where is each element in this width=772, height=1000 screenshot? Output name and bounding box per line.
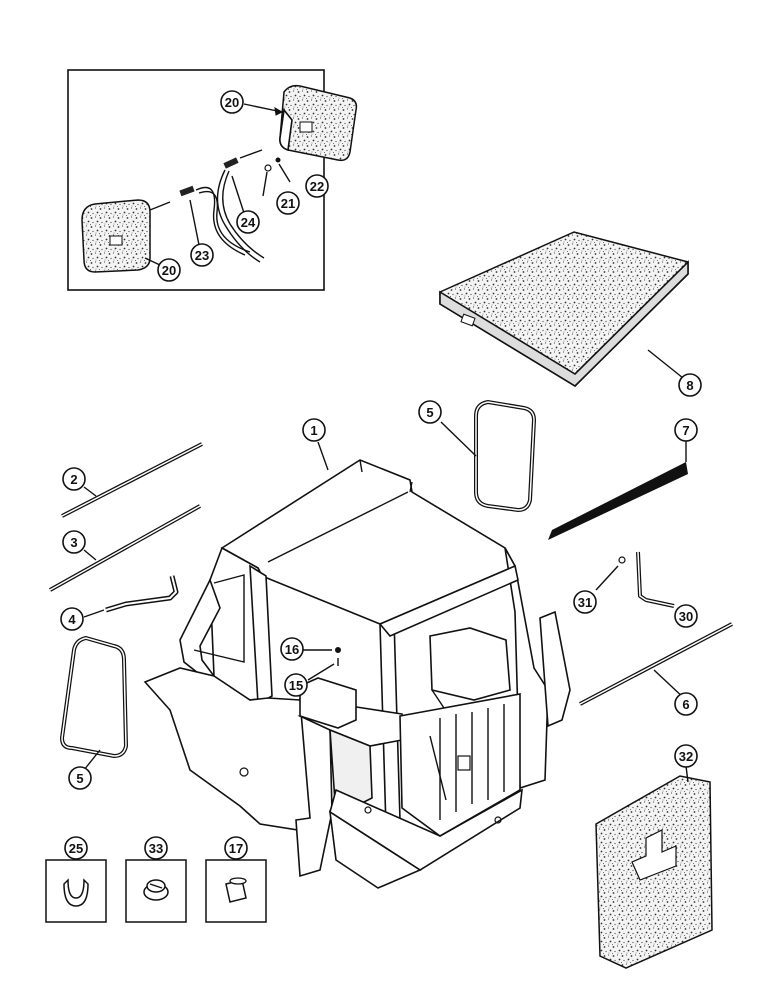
callout-label: 2 (70, 472, 77, 487)
callout-label: 33 (149, 841, 163, 856)
callout-16: 16 (280, 637, 304, 661)
callout-15: 15 (284, 673, 308, 697)
callout-21: 21 (276, 191, 300, 215)
callout-5-lower: 5 (68, 766, 92, 790)
trim-bracket-4 (83, 575, 179, 618)
callout-label: 23 (195, 248, 209, 263)
window-seal-lower (59, 635, 129, 771)
callout-17: 17 (224, 836, 248, 860)
work-lamp-lower (81, 199, 151, 273)
callout-7: 7 (674, 418, 698, 442)
callout-5-upper: 5 (418, 400, 442, 424)
clip-31 (595, 556, 626, 591)
callout-label: 16 (285, 642, 299, 657)
callout-label: 24 (241, 215, 256, 230)
callout-label: 21 (281, 196, 295, 211)
callout-20-upper: 20 (220, 90, 244, 114)
callout-22: 22 (305, 174, 329, 198)
callout-label: 6 (682, 697, 689, 712)
seal-strip (548, 440, 688, 540)
callout-30: 30 (674, 604, 698, 628)
part-box-33 (125, 852, 187, 923)
callout-6: 6 (674, 692, 698, 716)
callout-31: 31 (573, 590, 597, 614)
callout-label: 22 (310, 179, 324, 194)
callout-1: 1 (302, 418, 326, 442)
callout-label: 5 (426, 405, 433, 420)
headliner-panel (439, 231, 689, 388)
callout-label: 17 (229, 841, 243, 856)
trim-rod-6 (579, 622, 733, 706)
callout-label: 31 (578, 595, 592, 610)
callout-label: 8 (686, 378, 693, 393)
callout-33: 33 (144, 836, 168, 860)
callout-label: 15 (289, 678, 303, 693)
part-box-17 (205, 852, 267, 923)
trim-rod-2 (61, 442, 203, 518)
callout-25: 25 (64, 836, 88, 860)
callout-3: 3 (62, 530, 86, 554)
lamp-cable-24 (216, 149, 265, 263)
callout-label: 4 (68, 612, 76, 627)
callout-24: 24 (236, 210, 260, 234)
callout-label: 1 (310, 423, 317, 438)
foam-pad-32 (595, 765, 713, 969)
work-lamp-upper (279, 84, 358, 162)
cab-frame (143, 441, 571, 889)
callout-label: 20 (162, 263, 176, 278)
trim-rod-3 (49, 504, 201, 592)
callout-8: 8 (678, 373, 702, 397)
work-lamp-inset (67, 69, 358, 291)
lamp-cable-23 (149, 185, 251, 256)
callout-20-lower: 20 (157, 258, 181, 282)
callout-label: 20 (225, 95, 239, 110)
callout-label: 5 (76, 771, 83, 786)
callout-23: 23 (190, 243, 214, 267)
callout-label: 25 (69, 841, 83, 856)
callout-32: 32 (674, 744, 698, 768)
callout-label: 3 (70, 535, 77, 550)
callout-2: 2 (62, 467, 86, 491)
callout-label: 7 (682, 423, 689, 438)
callout-label: 30 (679, 609, 693, 624)
retainer-rod-30 (636, 551, 675, 608)
cab-front-grille-slots (439, 704, 505, 820)
part-box-25 (45, 852, 107, 923)
window-seal-upper (440, 399, 537, 513)
callout-4: 4 (60, 607, 84, 631)
callout-label: 32 (679, 749, 693, 764)
